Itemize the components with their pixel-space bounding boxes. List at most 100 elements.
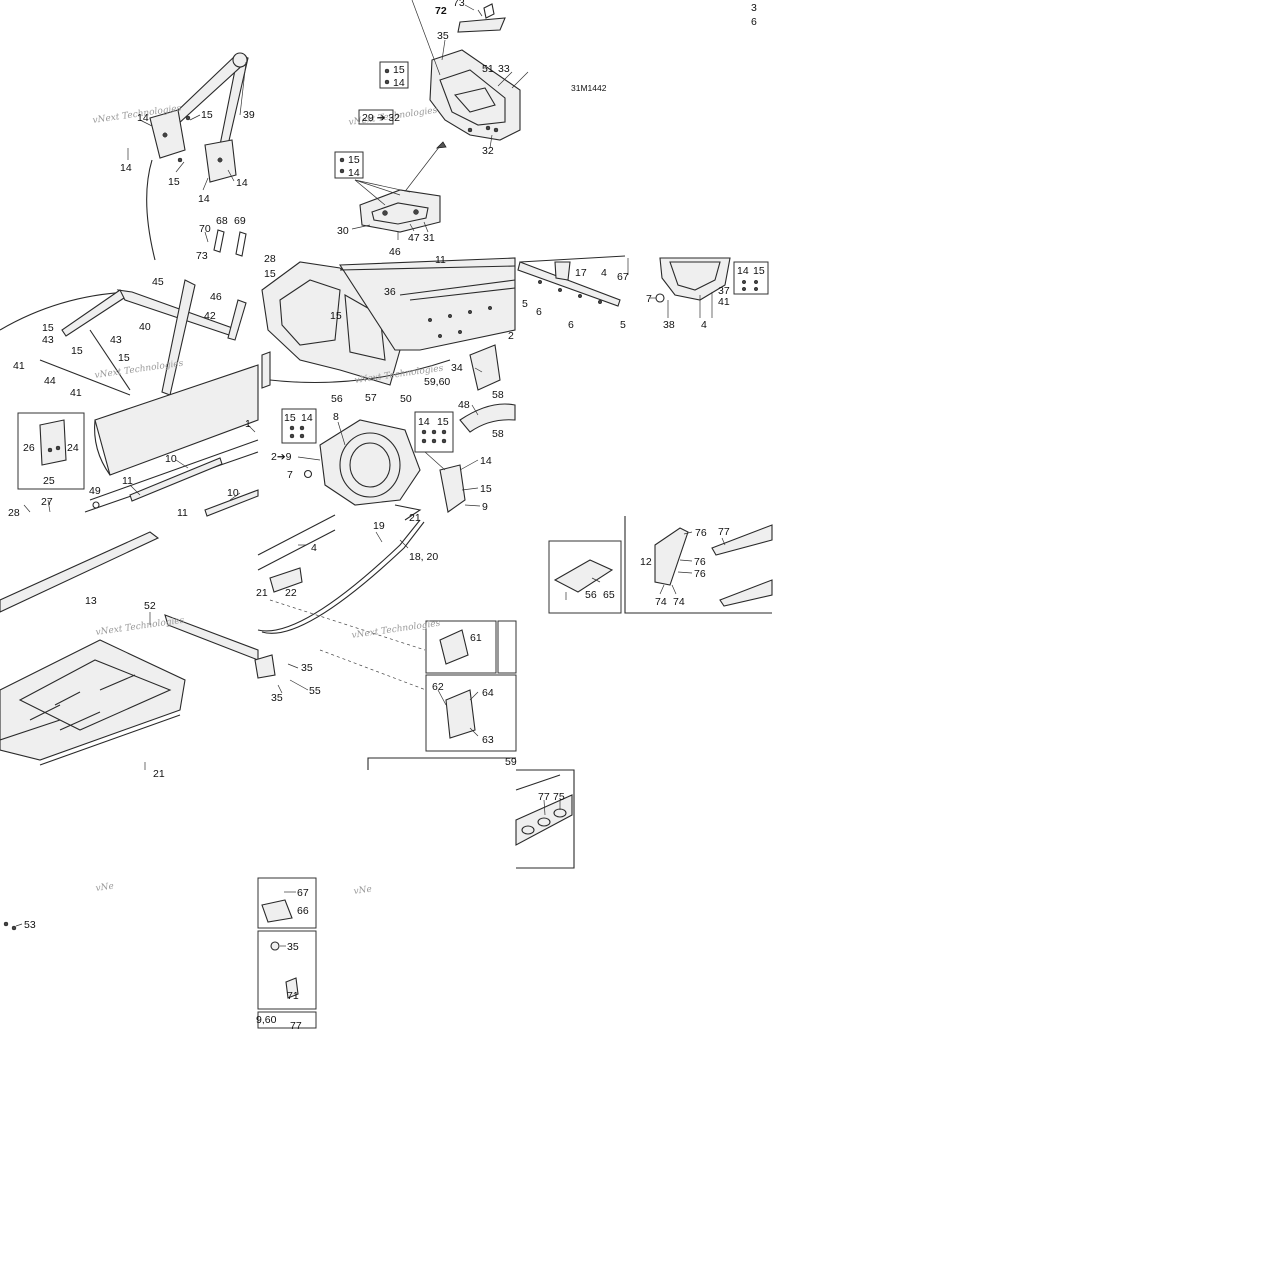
callout-14: 14 bbox=[393, 77, 405, 89]
callout-8: 8 bbox=[333, 411, 339, 423]
rail-10 bbox=[129, 457, 223, 502]
callout-58: 58 bbox=[492, 428, 504, 440]
callout-31: 31 bbox=[423, 232, 435, 244]
tile-chassis bbox=[261, 257, 516, 521]
bracket-48 bbox=[459, 403, 516, 433]
callout-48: 48 bbox=[458, 399, 470, 411]
callout-76: 76 bbox=[694, 568, 706, 580]
callout-59: 59 bbox=[505, 756, 517, 768]
callout-67: 67 bbox=[297, 887, 309, 899]
callout-71: 71 bbox=[287, 990, 299, 1002]
callout-41: 41 bbox=[70, 387, 82, 399]
callout-14: 14 bbox=[236, 177, 248, 189]
callout-46: 46 bbox=[389, 246, 401, 258]
callout-69: 69 bbox=[234, 215, 246, 227]
callout-15: 15 bbox=[118, 352, 130, 364]
callout-37: 37 bbox=[718, 285, 730, 297]
lower-mount bbox=[359, 189, 441, 233]
callout-59-60: 9,60 bbox=[256, 1014, 277, 1026]
callout-57: 57 bbox=[365, 392, 377, 404]
callout-58: 58 bbox=[492, 389, 504, 401]
callout-15: 15 bbox=[393, 64, 405, 76]
callout-73: 73 bbox=[196, 250, 208, 262]
tunnel-36 bbox=[339, 257, 516, 351]
callout-14: 14 bbox=[198, 193, 210, 205]
callout-40: 40 bbox=[139, 321, 151, 333]
bracket-box-56-65 bbox=[548, 540, 622, 614]
callout-27: 27 bbox=[41, 496, 53, 508]
hardware-box-14-15-rear bbox=[733, 261, 769, 295]
hardware-box-14-15-right bbox=[414, 411, 454, 453]
callout-18-20: 18, 20 bbox=[409, 551, 438, 563]
callout-7: 7 bbox=[287, 469, 293, 481]
tile-rear-frame bbox=[334, 0, 529, 240]
tile-trailing-arm bbox=[127, 52, 249, 261]
callout-68: 68 bbox=[216, 215, 228, 227]
callout-55: 55 bbox=[309, 685, 321, 697]
callout-53: 53 bbox=[24, 919, 36, 931]
callout-15: 15 bbox=[71, 345, 83, 357]
callout-22: 22 bbox=[285, 587, 297, 599]
callout-14: 14 bbox=[301, 412, 313, 424]
callout-62: 62 bbox=[432, 681, 444, 693]
callout-77: 77 bbox=[538, 791, 550, 803]
callout-5: 5 bbox=[522, 298, 528, 310]
tile-rear-bulkhead bbox=[517, 255, 769, 318]
callout-28: 28 bbox=[264, 253, 276, 265]
callout-11: 11 bbox=[122, 475, 133, 487]
callout-10: 10 bbox=[165, 453, 177, 465]
callout-67: 67 bbox=[617, 271, 629, 283]
callout-21: 21 bbox=[256, 587, 268, 599]
callout-24: 24 bbox=[67, 442, 79, 454]
callout-72: 72 bbox=[435, 5, 447, 17]
callout-38: 38 bbox=[663, 319, 675, 331]
callout-70: 70 bbox=[199, 223, 211, 235]
tile-front-suspension bbox=[0, 279, 259, 517]
callout-35: 35 bbox=[271, 692, 283, 704]
callout-14: 14 bbox=[418, 416, 430, 428]
callout-32: 32 bbox=[482, 145, 494, 157]
callout-43: 43 bbox=[42, 334, 54, 346]
watermark: vNext Technologies bbox=[95, 616, 185, 638]
callout-26: 26 bbox=[23, 442, 35, 454]
callout-15: 15 bbox=[348, 154, 360, 166]
callout-5: 5 bbox=[620, 319, 626, 331]
callout-73: 73 bbox=[453, 0, 465, 9]
callout-45: 45 bbox=[152, 276, 164, 288]
callout-15: 15 bbox=[264, 268, 276, 280]
callout-25: 25 bbox=[43, 475, 55, 487]
callout-14: 14 bbox=[348, 167, 360, 179]
bracket-box-62-64-63 bbox=[425, 674, 517, 752]
callout-1: 1 bbox=[245, 418, 251, 430]
callout-76: 76 bbox=[694, 556, 706, 568]
callout-15: 15 bbox=[480, 483, 492, 495]
callout-77: 77 bbox=[718, 526, 730, 538]
callout-21: 21 bbox=[153, 768, 165, 780]
callout-15: 15 bbox=[42, 322, 54, 334]
callout-52: 52 bbox=[144, 600, 156, 612]
tile-footrest bbox=[257, 514, 517, 770]
callout-4: 4 bbox=[601, 267, 607, 279]
running-board bbox=[94, 364, 259, 476]
running-board-13 bbox=[0, 531, 160, 613]
callout-29-32: 29 ➔ 32 bbox=[362, 112, 400, 124]
hardware-box-15-14-upper bbox=[379, 61, 409, 89]
callout-6: 6 bbox=[536, 306, 542, 318]
callout-15: 15 bbox=[168, 176, 180, 188]
callout-10: 10 bbox=[227, 487, 239, 499]
callout-15: 15 bbox=[437, 416, 449, 428]
bracket-box-26-24-25 bbox=[17, 412, 85, 490]
callout-59-60: 59,60 bbox=[424, 376, 450, 388]
callout-11: 11 bbox=[177, 507, 188, 519]
callout-66: 66 bbox=[297, 905, 309, 917]
tile-heat-exchanger bbox=[515, 769, 575, 869]
tunnel-floor bbox=[0, 639, 186, 761]
bracket-box-35-71 bbox=[257, 930, 317, 1010]
callout-35: 35 bbox=[287, 941, 299, 953]
callout-41: 41 bbox=[718, 296, 730, 308]
callout-35: 35 bbox=[437, 30, 449, 42]
heat-exchanger-plate bbox=[515, 794, 573, 846]
callout-12: 12 bbox=[640, 556, 652, 568]
bracket-box-67-66 bbox=[257, 877, 317, 929]
callout-9: 9 bbox=[482, 501, 488, 513]
